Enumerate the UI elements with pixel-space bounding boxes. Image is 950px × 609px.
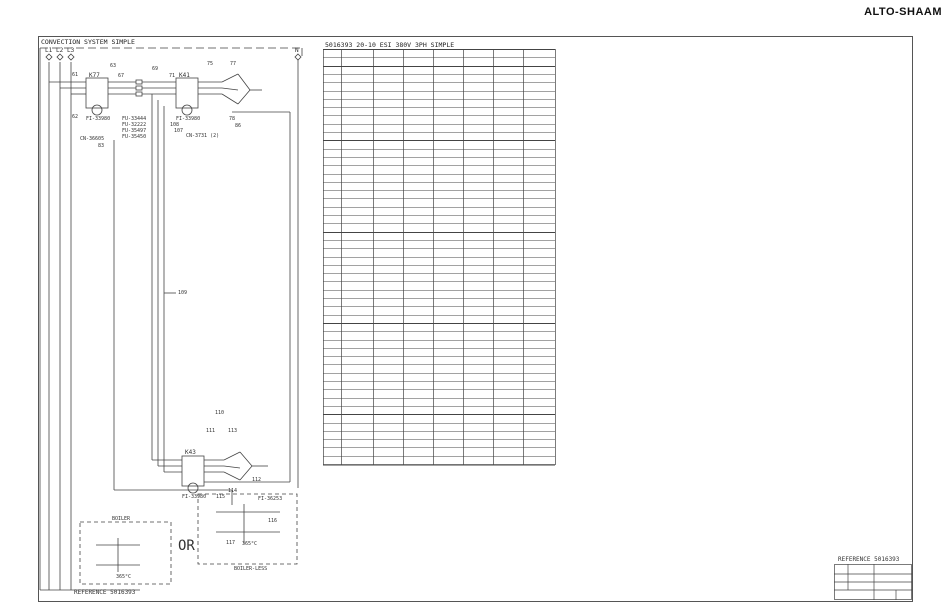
- k43-coil: [187, 482, 199, 494]
- k77-part-number: FI-33980: [86, 116, 111, 122]
- k77-contactor: [85, 77, 109, 109]
- wire-107: 107: [174, 128, 184, 134]
- boilerless-temp: 365°C: [242, 541, 258, 547]
- k41-contactor: [175, 77, 199, 109]
- phase-label-l1: L1: [45, 47, 53, 54]
- wire-108: 108: [170, 122, 180, 128]
- cn1-part-number: CN-36605: [80, 136, 105, 142]
- wire-111: 111: [206, 428, 216, 434]
- l2-terminal: [56, 53, 64, 61]
- boiler-temp: 365°C: [116, 574, 132, 580]
- wire-62: 62: [72, 114, 79, 120]
- wire-114: 114: [228, 488, 238, 494]
- k43-label: K43: [185, 449, 196, 456]
- wire-75: 75: [207, 61, 214, 67]
- neutral-terminal: [294, 53, 302, 61]
- schematic-reference: REFERENCE 5016393: [74, 589, 136, 596]
- wire-67: 67: [118, 73, 125, 79]
- wire-86: 86: [235, 123, 242, 129]
- wire-112: 112: [252, 477, 262, 483]
- wire-78: 78: [229, 116, 236, 122]
- fuse-3: [135, 91, 143, 97]
- title-block: [834, 564, 912, 600]
- neutral-label: N: [295, 47, 299, 54]
- wire-71: 71: [169, 73, 176, 79]
- wire-69: 69: [152, 66, 159, 72]
- schematic-title: CONVECTION SYSTEM SIMPLE: [41, 38, 135, 46]
- probe-part-number: FI-36253: [258, 496, 283, 502]
- fuse-1: [135, 79, 143, 85]
- title-block-reference: REFERENCE 5016393: [838, 556, 900, 563]
- k77-coil: [91, 104, 103, 116]
- drawing-frame: [38, 36, 913, 602]
- l1-terminal: [45, 53, 53, 61]
- wire-110: 110: [215, 410, 225, 416]
- k41-coil: [181, 104, 193, 116]
- schematic-top-boundary: [40, 47, 303, 60]
- boilerless-label: BOILER-LESS: [234, 566, 268, 572]
- alto-shaam-logo: ALTO-SHAAM: [864, 6, 942, 18]
- wire-113: 113: [228, 428, 238, 434]
- wire-117: 117: [226, 540, 236, 546]
- wire-77: 77: [230, 61, 237, 67]
- k43-contactor: [181, 455, 205, 487]
- cn2-part-number: CN-3731 (2): [186, 133, 220, 139]
- wire-63: 63: [110, 63, 117, 69]
- phase-label-l2: L2: [56, 47, 64, 54]
- wire-116: 116: [268, 518, 278, 524]
- k77-label: K77: [89, 72, 100, 79]
- fuse-part-1: FU-33444: [122, 116, 147, 122]
- wire-83: 83: [98, 143, 105, 149]
- table-title: 5016393 20-10 ESI 380V 3PH SIMPLE: [325, 41, 455, 49]
- phase-label-l3: L3: [67, 47, 75, 54]
- logo-text: ALTO-SHAAM: [864, 6, 942, 18]
- wire-109: 109: [178, 290, 188, 296]
- k41-label: K41: [179, 72, 190, 79]
- or-label: OR: [178, 538, 195, 554]
- k43-part-number: FI-33980: [182, 494, 207, 500]
- wire-115: 115: [216, 494, 226, 500]
- fuse-part-3: FU-35497: [122, 128, 147, 134]
- l3-terminal: [67, 53, 75, 61]
- wire-table: [323, 49, 556, 466]
- boiler-label: BOILER: [112, 516, 131, 522]
- fuse-part-2: FU-32222: [122, 122, 147, 128]
- fuse-2: [135, 85, 143, 91]
- fuse-part-4: FU-35450: [122, 134, 147, 140]
- k41-part-number: FI-33980: [176, 116, 201, 122]
- wire-61: 61: [72, 72, 79, 78]
